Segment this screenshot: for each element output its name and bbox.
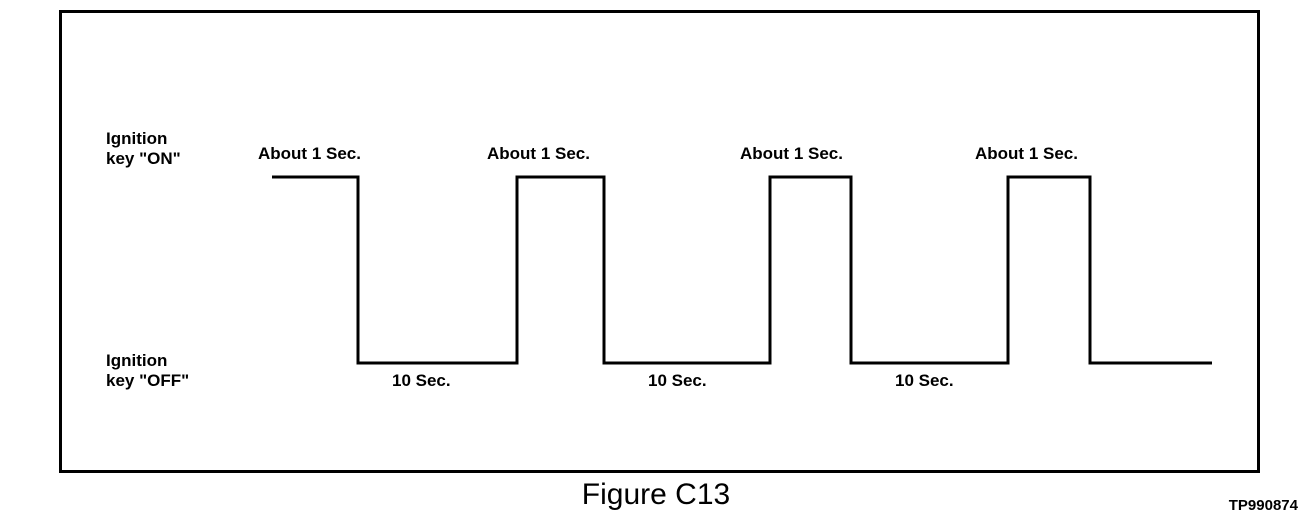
pulse-duration-label-1: About 1 Sec.	[258, 144, 361, 163]
pulse-duration-label-4: About 1 Sec.	[975, 144, 1078, 163]
pulse-duration-label-2: About 1 Sec.	[487, 144, 590, 163]
gap-duration-label-1: 10 Sec.	[392, 371, 451, 390]
pulse-duration-label-3: About 1 Sec.	[740, 144, 843, 163]
figure-caption: Figure C13	[581, 478, 731, 511]
gap-duration-label-2: 10 Sec.	[648, 371, 707, 390]
drawing-id-tag: TP990874	[1228, 497, 1298, 514]
gap-duration-label-3: 10 Sec.	[895, 371, 954, 390]
diagram-frame	[59, 10, 1260, 473]
axis-label-ignition-key-on: Ignition key "ON"	[106, 129, 181, 168]
axis-label-ignition-key-off: Ignition key "OFF"	[106, 351, 190, 390]
